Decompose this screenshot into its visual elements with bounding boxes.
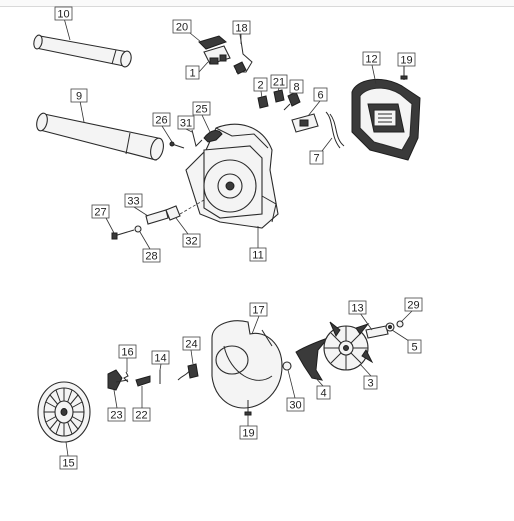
callout-10: 10 bbox=[57, 9, 69, 21]
part-24-cable bbox=[177, 363, 199, 381]
part-32-knob bbox=[165, 205, 181, 221]
part-8-capacitor bbox=[283, 91, 301, 111]
callout-15: 15 bbox=[62, 458, 74, 470]
part-15-inlet-grille bbox=[37, 381, 91, 443]
part-23-trigger-assembly bbox=[107, 369, 129, 391]
callout-28: 28 bbox=[145, 251, 157, 263]
callout-5: 5 bbox=[411, 342, 417, 354]
callout-9: 9 bbox=[76, 91, 82, 103]
callout-22: 22 bbox=[135, 410, 147, 422]
callout-26: 26 bbox=[155, 115, 167, 127]
callout-6: 6 bbox=[317, 90, 323, 102]
callout-31: 31 bbox=[180, 118, 192, 130]
part-1-switch bbox=[203, 45, 231, 65]
part-13-bolt bbox=[365, 325, 389, 339]
part-11-main-housing bbox=[185, 123, 279, 229]
callout-2: 2 bbox=[257, 80, 263, 92]
callout-11: 11 bbox=[252, 250, 263, 262]
part-33-sleeve bbox=[145, 209, 169, 225]
part-2-terminal bbox=[257, 95, 269, 109]
callout-1: 1 bbox=[189, 68, 195, 80]
part-30-nut bbox=[282, 361, 292, 371]
callout-25: 25 bbox=[195, 104, 207, 116]
part-6-clamp bbox=[291, 113, 319, 133]
callout-23: 23 bbox=[110, 410, 122, 422]
part-25-spring bbox=[203, 130, 223, 143]
callout-32: 32 bbox=[185, 236, 197, 248]
callout-3: 3 bbox=[367, 378, 373, 390]
part-17-fan-housing bbox=[211, 320, 283, 409]
part-27-bolt bbox=[111, 229, 135, 240]
part-18-wire bbox=[233, 33, 253, 75]
callout-24: 24 bbox=[185, 339, 197, 351]
callout-8: 8 bbox=[293, 82, 299, 94]
callout-27: 27 bbox=[94, 207, 106, 219]
part-7-cable bbox=[325, 111, 345, 149]
callout-19a: 19 bbox=[400, 55, 412, 67]
part-26-screw bbox=[169, 141, 185, 149]
part-19-screw-top bbox=[400, 66, 408, 80]
part-12-housing-half bbox=[351, 78, 421, 161]
window-top-edge bbox=[0, 0, 514, 7]
callout-18: 18 bbox=[235, 23, 247, 35]
part-22-lever bbox=[135, 375, 151, 387]
part-16-spring bbox=[123, 371, 129, 383]
part-20-switch-cover bbox=[198, 35, 227, 50]
part-31-clip bbox=[191, 129, 203, 147]
part-5-washer bbox=[385, 322, 395, 332]
part-28-washer bbox=[134, 225, 142, 233]
callout-30: 30 bbox=[289, 400, 301, 412]
part-21-connector bbox=[273, 89, 285, 103]
callout-29: 29 bbox=[407, 300, 419, 312]
callout-21: 21 bbox=[273, 77, 285, 89]
callout-12: 12 bbox=[365, 54, 377, 66]
part-4-bracket bbox=[295, 336, 330, 381]
callout-20: 20 bbox=[176, 22, 188, 34]
callout-13: 13 bbox=[351, 303, 363, 315]
callout-16: 16 bbox=[121, 347, 133, 359]
part-9-nozzle-tube bbox=[36, 112, 164, 161]
callout-7: 7 bbox=[313, 153, 319, 165]
callout-33: 33 bbox=[127, 196, 139, 208]
callout-4: 4 bbox=[320, 388, 326, 400]
part-3-impeller-fan bbox=[323, 321, 374, 371]
callout-19b: 19 bbox=[242, 428, 254, 440]
callout-14: 14 bbox=[154, 353, 166, 365]
part-29-washer bbox=[396, 320, 404, 328]
part-10-blower-tube bbox=[33, 34, 132, 68]
callout-17: 17 bbox=[252, 305, 264, 317]
